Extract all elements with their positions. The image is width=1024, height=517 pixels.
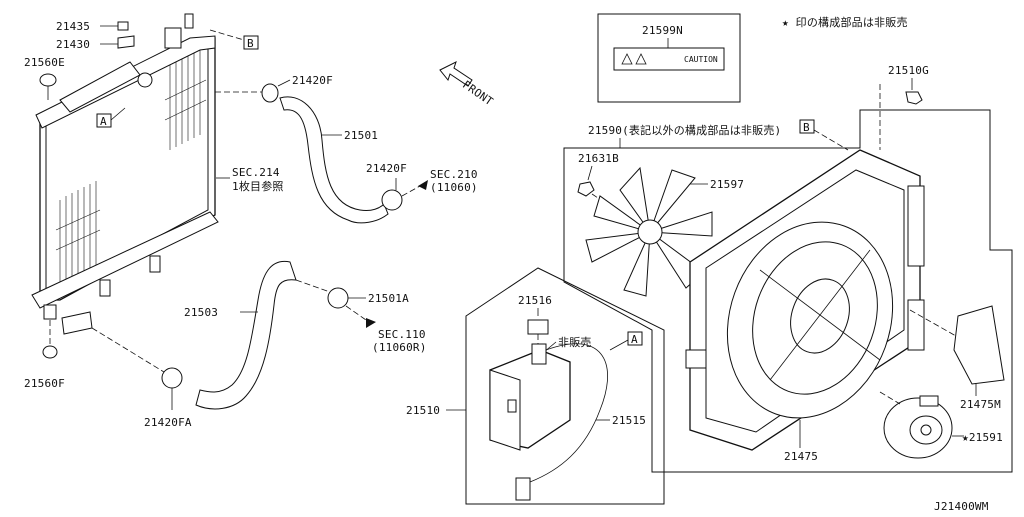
label-non-sale: 非販売 — [558, 336, 592, 349]
clamp-21420FA — [161, 367, 183, 389]
ref-b-top: B — [247, 37, 254, 50]
bolt-21510G — [905, 91, 923, 105]
caution-text: CAUTION — [684, 55, 718, 64]
radiator-core — [55, 50, 207, 285]
note-non-sale: ★ 印の構成部品は非販売 — [782, 15, 908, 29]
warning-icon — [621, 53, 633, 65]
caution-sticker — [613, 47, 725, 71]
nut-21631B — [577, 181, 595, 197]
radiator — [31, 13, 219, 335]
label-sec214-sub: 1枚目参照 — [232, 179, 284, 193]
mount-21560F — [42, 345, 58, 359]
clamp-21501A — [327, 287, 349, 309]
arrow-sec210 — [418, 180, 428, 190]
hose-end-21515 — [515, 477, 531, 501]
front-indicator: FRONT — [439, 61, 496, 108]
label-sec210: SEC.210 — [430, 168, 478, 181]
motor-21591 — [883, 395, 953, 459]
ref-box-b-fan — [799, 119, 815, 134]
label-21420FA: 21420FA — [144, 416, 192, 429]
seal-21475M — [953, 305, 1005, 385]
ref-box-a-radiator — [96, 113, 112, 128]
clamp-21420F-top — [261, 83, 279, 103]
diagram-code: J21400WM — [934, 500, 989, 512]
arrow-sec110 — [366, 318, 376, 328]
label-21597: 21597 — [710, 178, 744, 191]
ref-box-a-reservoir — [627, 331, 643, 346]
warning-icon-2 — [635, 53, 647, 65]
lower-hose-21503 — [195, 260, 297, 410]
label-21599N: 21599N — [642, 24, 683, 37]
label-front: FRONT — [460, 78, 496, 108]
label-21515: 21515 — [612, 414, 646, 427]
caution-label-box — [597, 13, 741, 103]
label-21591: ★21591 — [962, 431, 1003, 444]
label-21560E: 21560E — [24, 56, 65, 69]
reservoir-group-boundary — [465, 267, 665, 505]
label-21475: 21475 — [784, 450, 818, 463]
label-sec110: SEC.110 — [378, 328, 426, 341]
hose-21430 — [117, 35, 135, 49]
cap-21435 — [117, 21, 129, 31]
label-21510G: 21510G — [888, 64, 929, 77]
label-21501A: 21501A — [368, 292, 409, 305]
label-21631B: 21631B — [578, 152, 619, 165]
label-21560F: 21560F — [24, 377, 65, 390]
hose-21515 — [529, 343, 608, 483]
label-21503: 21503 — [184, 306, 218, 319]
label-21430: 21430 — [56, 38, 90, 51]
reservoir-tank-21510 — [489, 343, 571, 451]
ref-a-radiator: A — [100, 115, 107, 128]
mount-21560E — [39, 73, 57, 87]
fan-assembly-boundary — [563, 109, 1013, 473]
label-sec110-sub: (11060R) — [372, 341, 427, 354]
ref-b-fan: B — [803, 121, 810, 134]
clamp-21420F-mid — [381, 189, 403, 211]
label-sec214: SEC.214 — [232, 166, 280, 179]
label-21510: 21510 — [406, 404, 440, 417]
upper-hose-21501 — [279, 96, 389, 224]
label-21420F-top: 21420F — [292, 74, 333, 87]
label-21516: 21516 — [518, 294, 552, 307]
fan-shroud-21475 — [685, 149, 925, 451]
label-21420F-mid: 21420F — [366, 162, 407, 175]
ref-box-b-top — [243, 35, 259, 50]
label-21501: 21501 — [344, 129, 378, 142]
cap-21516 — [527, 319, 549, 335]
label-21475M: 21475M — [960, 398, 1001, 411]
label-21435: 21435 — [56, 20, 90, 33]
ref-a-reservoir: A — [631, 333, 638, 346]
label-sec210-sub: (11060) — [430, 181, 478, 194]
label-21590: 21590(表記以外の構成部品は非販売) — [588, 123, 781, 137]
